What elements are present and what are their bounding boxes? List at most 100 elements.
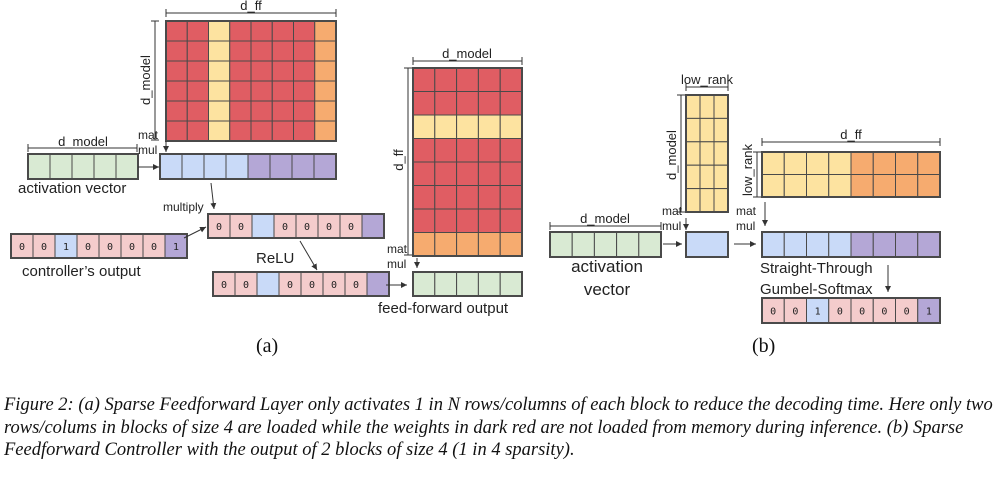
matrix-border <box>685 94 729 213</box>
matrix-cell <box>412 138 436 163</box>
b-activation-label-line2: vector <box>584 280 631 299</box>
b-controller-logits-vector <box>761 231 941 258</box>
b-matmul1-label-top: mat <box>662 204 683 218</box>
matrix-cell <box>783 151 807 175</box>
vector-cell <box>434 271 458 297</box>
panel-b: low_rank d_model d_model activation vect… <box>549 72 941 357</box>
matrix-cell <box>477 232 501 257</box>
vector-cell <box>895 231 919 258</box>
vector-border <box>761 297 941 324</box>
matrix-cell <box>186 20 209 42</box>
vector-cell <box>499 271 523 297</box>
matrix-cell <box>186 100 209 122</box>
vector-cell-value: 0 <box>216 222 222 233</box>
matrix-cell <box>499 114 523 139</box>
vector-cell <box>256 271 280 297</box>
matrix-cell <box>699 117 715 143</box>
matrix-border <box>412 67 523 257</box>
vector-cell <box>203 153 227 180</box>
a-feed-forward-output-vector <box>412 271 523 297</box>
matrix-cell <box>699 94 715 119</box>
a-relu-label: ReLU <box>256 250 294 267</box>
a-top-matrix <box>165 20 337 142</box>
b-act-d-model-label: d_model <box>580 211 630 226</box>
matrix-cell <box>229 40 252 62</box>
matrix-cell <box>806 151 830 175</box>
matrix-cell <box>477 91 501 116</box>
matrix-cell <box>271 20 294 42</box>
matrix-cell <box>250 60 273 82</box>
matrix-cell <box>685 94 701 119</box>
vector-cell-value: 0 <box>859 307 865 318</box>
vector-cell-value: 0 <box>304 222 310 233</box>
matrix-cell <box>208 100 231 122</box>
matrix-cell <box>434 161 458 186</box>
matrix-cell <box>434 91 458 116</box>
vector-border <box>10 233 188 259</box>
b-d-model-vert-label: d_model <box>664 130 679 180</box>
matrix-cell <box>456 67 479 92</box>
matrix-cell <box>685 188 701 213</box>
a-controller-label: controller’s output <box>22 263 142 280</box>
matrix-cell <box>229 80 252 102</box>
vector-cell <box>783 231 807 258</box>
vector-cell-value: 1 <box>926 307 932 318</box>
matrix-cell <box>456 91 479 116</box>
matrix-cell <box>685 117 701 143</box>
matrix-cell <box>699 141 715 166</box>
matrix-cell <box>186 60 209 82</box>
matrix-cell <box>314 80 337 102</box>
vector-cell <box>93 153 117 180</box>
b-low-rank-vector <box>685 231 729 258</box>
matrix-cell <box>165 40 188 62</box>
vector-cell <box>828 231 852 258</box>
vector-cell-value: 0 <box>221 280 227 291</box>
matrix-border <box>761 151 941 198</box>
matrix-cell <box>477 114 501 139</box>
vector-cell <box>456 271 479 297</box>
vector-cell-value: 0 <box>282 222 288 233</box>
vector-cell <box>27 153 51 180</box>
a-matmul1-label-bottom: mul <box>138 143 157 157</box>
vector-cell <box>761 231 785 258</box>
matrix-cell <box>499 232 523 257</box>
matrix-cell <box>434 67 458 92</box>
vector-border <box>549 231 662 258</box>
vector-cell <box>850 231 874 258</box>
vector-cell <box>225 153 249 180</box>
matrix-cell <box>293 120 316 142</box>
vector-cell <box>247 153 271 180</box>
matrix-cell <box>434 138 458 163</box>
b-low-rank-down-matrix <box>685 94 729 213</box>
matrix-cell <box>713 141 729 166</box>
matrix-border <box>165 20 337 142</box>
vector-cell-value: 0 <box>151 242 157 253</box>
figure-caption: Figure 2: (a) Sparse Feedforward Layer o… <box>4 395 993 460</box>
matrix-cell <box>499 91 523 116</box>
matrix-cell <box>872 174 896 198</box>
vector-cell <box>685 231 729 258</box>
vector-cell-value: 0 <box>353 280 359 291</box>
matrix-cell <box>828 174 852 198</box>
vector-cell-value: 1 <box>173 242 179 253</box>
matrix-cell <box>499 67 523 92</box>
vector-cell <box>251 213 275 239</box>
vector-cell <box>872 231 896 258</box>
b-activation-vector <box>549 231 662 258</box>
matrix-cell <box>828 151 852 175</box>
matrix-cell <box>250 80 273 102</box>
vector-cell <box>313 153 337 180</box>
b-matmul2-label-bottom: mul <box>736 219 755 233</box>
vector-cell <box>593 231 618 258</box>
vector-border <box>412 271 523 297</box>
matrix-cell <box>229 20 252 42</box>
a-matmul2-label-bottom: mul <box>387 257 406 271</box>
a-right-matrix <box>412 67 523 257</box>
matrix-cell <box>250 100 273 122</box>
matrix-cell <box>456 114 479 139</box>
matrix-cell <box>477 138 501 163</box>
matrix-cell <box>208 40 231 62</box>
